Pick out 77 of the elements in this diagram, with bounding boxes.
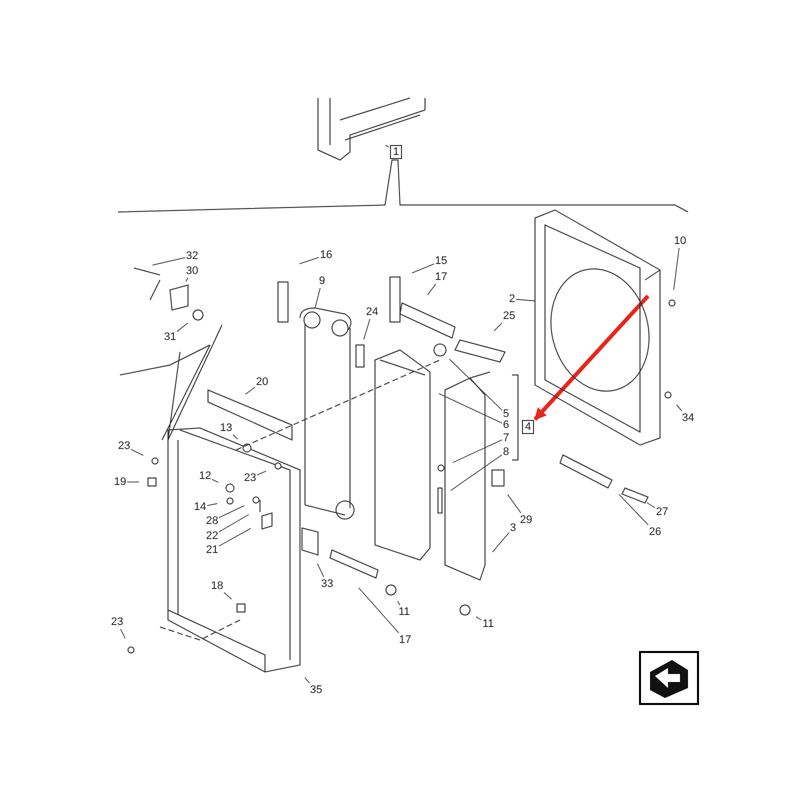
leader-line — [185, 278, 188, 282]
callout-number: 17 — [399, 634, 412, 646]
leader-line — [438, 393, 502, 424]
leader-line — [516, 298, 536, 302]
callout-number: 3 — [510, 522, 516, 534]
leader-line — [130, 448, 144, 456]
callout-number: 10 — [674, 235, 686, 247]
callout-number: 12 — [199, 470, 212, 482]
callout-number: 6 — [503, 419, 510, 431]
leader-line — [232, 434, 238, 440]
callout-number: 2 — [509, 293, 516, 305]
leader-line — [427, 284, 436, 295]
callout-number: 34 — [682, 412, 694, 424]
callout-number: 18 — [211, 580, 224, 592]
leader-line — [412, 264, 434, 274]
callout-number: 11 — [398, 606, 410, 618]
callout-number: 7 — [503, 432, 510, 444]
leader-line — [212, 478, 219, 483]
callout-number: 31 — [164, 331, 176, 343]
callout-number: 35 — [310, 684, 322, 696]
leader-line — [618, 494, 649, 526]
leader-line — [314, 288, 321, 308]
leader-line — [206, 503, 218, 506]
leader-line — [256, 470, 266, 476]
leader-line — [298, 256, 320, 264]
callout-number: 15 — [435, 255, 448, 267]
callout-number: 14 — [194, 501, 206, 513]
callout-number: 23 — [244, 472, 256, 484]
leader-line — [176, 322, 188, 332]
callout-number: 16 — [320, 249, 332, 261]
leader-line — [218, 505, 245, 518]
callout-number: 23 — [111, 616, 124, 628]
leader-line — [476, 616, 482, 620]
leader-line — [494, 322, 502, 332]
callout-number: 23 — [118, 440, 130, 452]
callout-number: 32 — [186, 250, 198, 262]
arrow — [534, 294, 650, 421]
callout-number: 1 — [390, 145, 402, 159]
callout-number: 4 — [522, 420, 534, 434]
leader-line — [646, 502, 656, 508]
callout-number: 29 — [520, 514, 532, 526]
callout-number: 17 — [435, 271, 448, 283]
callout-number: 13 — [220, 422, 232, 434]
callout-number: 22 — [206, 530, 218, 542]
leader-line — [507, 494, 522, 514]
leader-line — [304, 677, 310, 684]
leader-line — [492, 532, 510, 552]
leader-line — [397, 600, 400, 606]
callout-number: 5 — [503, 408, 510, 420]
leader-line — [152, 257, 186, 266]
callout-number: 19 — [114, 476, 126, 488]
callout-number: 26 — [649, 526, 662, 538]
callout-number: 30 — [186, 265, 198, 277]
leader-line — [385, 144, 390, 148]
leader-line — [450, 454, 502, 491]
callout-number: 28 — [206, 515, 218, 527]
callout-number: 25 — [503, 310, 516, 322]
leader-line — [358, 587, 400, 634]
callout-number: 8 — [503, 446, 510, 458]
callout-number: 24 — [366, 306, 378, 318]
callout-number: 21 — [206, 544, 218, 556]
leader-line — [448, 358, 502, 411]
leader-line — [363, 318, 370, 340]
leader-line — [218, 528, 252, 546]
leader-line — [317, 563, 324, 578]
leader-line — [224, 592, 232, 600]
callout-number: 11 — [482, 618, 494, 630]
callout-number: 9 — [319, 275, 326, 287]
leader-line — [218, 514, 250, 532]
callout-number: 20 — [256, 376, 268, 388]
leader-line — [673, 248, 680, 290]
leader-line — [452, 439, 502, 463]
leader-line — [120, 628, 126, 639]
leader-line — [676, 404, 682, 412]
callout-number: 27 — [656, 506, 668, 518]
callout-number: 33 — [321, 578, 334, 590]
leader-line — [245, 386, 256, 395]
